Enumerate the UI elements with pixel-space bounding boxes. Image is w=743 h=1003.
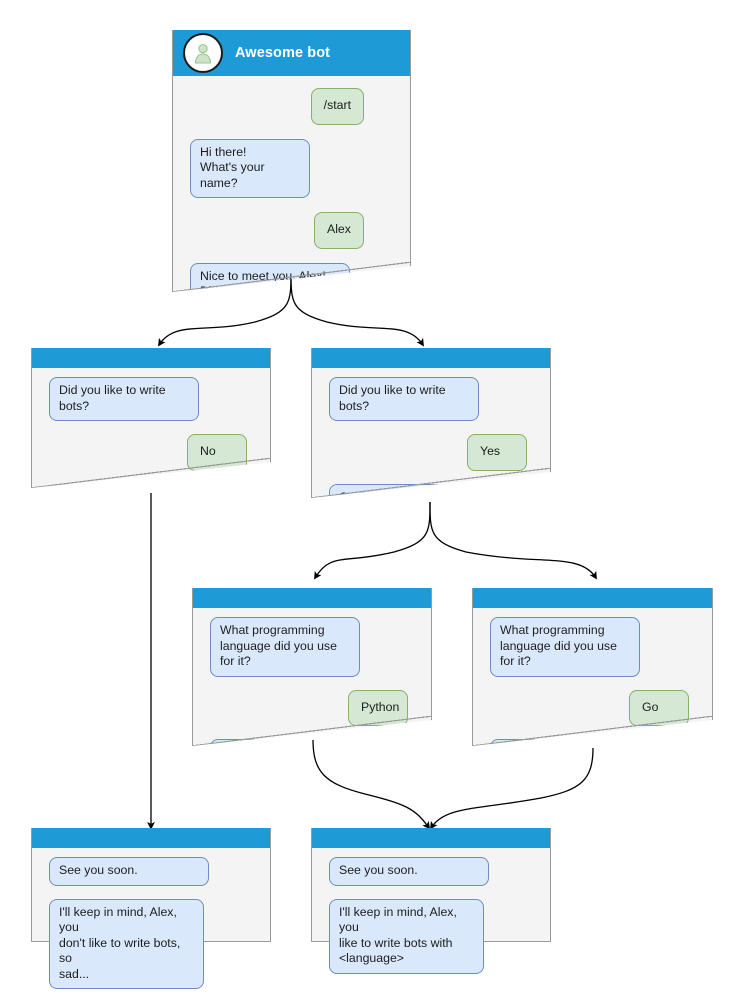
- message-bubble-bot: I'll keep in mind, Alex, you like to wri…: [329, 898, 484, 974]
- message-bubble-bot: Did you like to write bots?: [49, 377, 199, 421]
- message-bubble-bot: See you soon.: [49, 857, 209, 886]
- message-bubble-bot: Did you like to write bots?: [329, 377, 479, 421]
- card-root-body: /start Hi there! What's your name? Alex …: [173, 76, 410, 336]
- message-bubble-bot: Cool! I'm too! What programming language…: [329, 484, 479, 559]
- message-bubble-bot: See you soon.: [329, 857, 489, 886]
- message-bubble-user: Yes: [467, 434, 527, 471]
- card-go-header: [473, 588, 712, 608]
- card-python-branch[interactable]: What programming language did you use fo…: [192, 588, 432, 746]
- message-bubble-bot: Hi there! What's your name?: [190, 139, 310, 199]
- card-yes-body: Did you like to write bots? Yes Cool! I'…: [312, 368, 550, 573]
- bot-title: Awesome bot: [235, 45, 331, 61]
- card-no-header: [32, 348, 270, 368]
- card-end-happy[interactable]: See you soon. I'll keep in mind, Alex, y…: [311, 828, 551, 974]
- message-bubble-bot: Thank for information! See you soon.: [490, 739, 640, 783]
- connector-yes-to-go: [429, 501, 597, 580]
- message-bubble-bot: Nice to meet you, Alex! Did you like to …: [190, 263, 350, 323]
- message-bubble-user: Go: [629, 690, 689, 727]
- connector-yes-to-python: [314, 501, 431, 580]
- card-no-body: Did you like to write bots? No Not bad n…: [32, 368, 270, 542]
- message-bubble-bot: What programming language did you use fo…: [210, 617, 360, 677]
- message-bubble-user: /start: [311, 88, 364, 125]
- card-yes-header: [312, 348, 550, 368]
- card-python-body: What programming language did you use fo…: [193, 608, 431, 828]
- card-end-sad-body: See you soon. I'll keep in mind, Alex, y…: [32, 848, 270, 1003]
- card-go-branch[interactable]: What programming language did you use fo…: [472, 588, 713, 746]
- card-end-sad[interactable]: See you soon. I'll keep in mind, Alex, y…: [31, 828, 271, 989]
- card-go-body: What programming language did you use fo…: [473, 608, 712, 797]
- person-avatar-icon: [183, 33, 223, 73]
- card-end-sad-header: [32, 828, 270, 848]
- card-root-header: Awesome bot: [173, 30, 410, 76]
- connector-go-to-end-happy: [430, 747, 594, 830]
- connector-root-to-yes: [290, 271, 424, 347]
- card-root[interactable]: Awesome bot /start Hi there! What's your…: [172, 30, 411, 292]
- message-bubble-bot: Not bad not terrible. See you soon.: [49, 484, 199, 528]
- card-python-header: [193, 588, 431, 608]
- message-bubble-bot: I'll keep in mind, Alex, you don't like …: [49, 898, 204, 989]
- card-no-branch[interactable]: Did you like to write bots? No Not bad n…: [31, 348, 271, 488]
- message-bubble-bot: What programming language did you use fo…: [490, 617, 640, 677]
- connector-python-to-end-happy: [312, 739, 431, 830]
- card-end-happy-header: [312, 828, 550, 848]
- message-bubble-user: Alex: [314, 212, 364, 249]
- message-bubble-user: Python: [348, 690, 408, 727]
- card-end-happy-body: See you soon. I'll keep in mind, Alex, y…: [312, 848, 550, 988]
- message-bubble-user: No: [187, 434, 247, 471]
- card-yes-branch[interactable]: Did you like to write bots? Yes Cool! I'…: [311, 348, 551, 498]
- message-bubble-bot: Thank for all! Python is in my hearth! S…: [210, 739, 360, 814]
